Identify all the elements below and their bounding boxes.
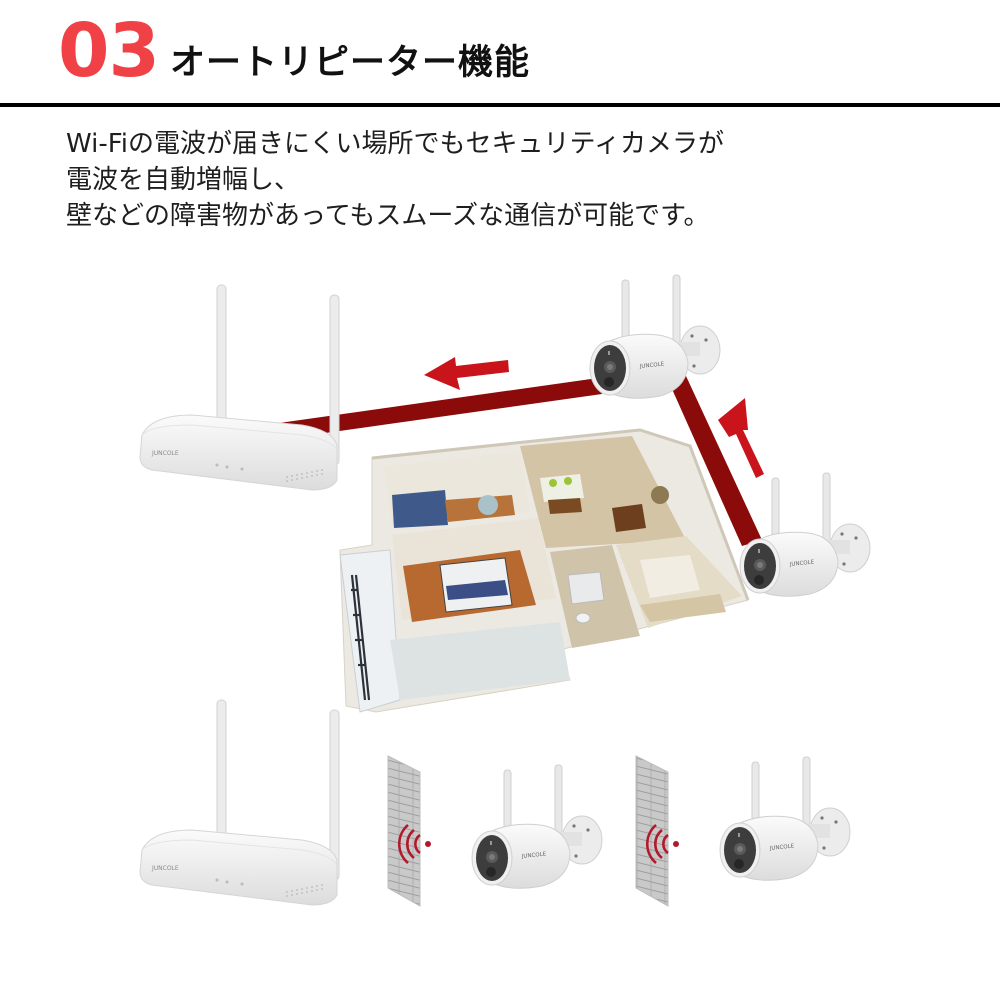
signal-band-router-repeater [272,378,602,440]
arrow-up-icon [718,398,764,478]
camera-bottom-2 [719,756,851,881]
signal-band-repeater-far [668,376,762,546]
description-line-1: Wi-Fiの電波が届きにくい場所でもセキュリティカメラが [66,129,724,159]
camera-bottom-1 [471,764,603,889]
floorplan-3d [339,428,750,713]
description-line-2: 電波を自動増幅し、 [66,165,301,195]
feature-description: Wi-Fiの電波が届きにくい場所でもセキュリティカメラが 電波を自動増幅し、 壁… [66,126,724,234]
description-line-3: 壁などの障害物があってもスムーズな通信が可能です。 [66,201,710,231]
nvr-router-top [139,284,340,491]
nvr-router-bottom [139,699,340,906]
arrow-left-icon [424,357,509,390]
title-divider [0,103,1000,107]
section-title: オートリピーター機能 [170,43,531,83]
section-number: 03 [58,8,160,94]
camera-repeater [589,274,721,399]
